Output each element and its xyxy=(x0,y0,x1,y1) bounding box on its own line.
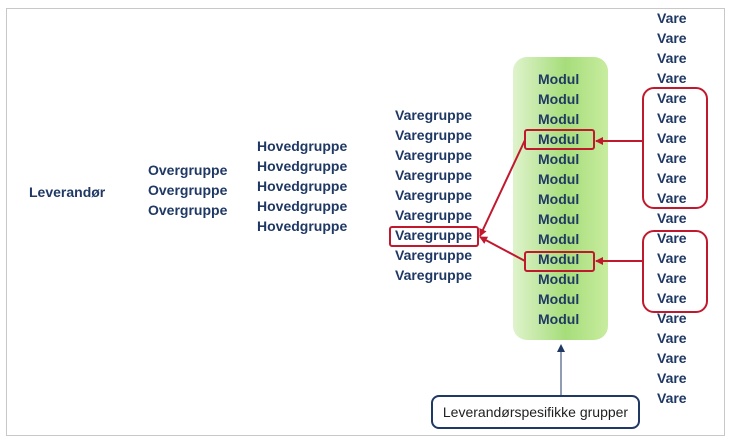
modul-item: Modul xyxy=(538,311,580,327)
vare-item: Vare xyxy=(657,190,687,206)
varegruppe-column: Varegruppe Varegruppe Varegruppe Varegru… xyxy=(395,105,472,285)
varegruppe-item: Varegruppe xyxy=(395,207,473,223)
varegruppe-item: Varegruppe xyxy=(395,167,473,183)
modul-item: Modul xyxy=(538,91,580,107)
varegruppe-item: Varegruppe xyxy=(395,147,473,163)
vare-item: Vare xyxy=(657,290,687,306)
varegruppe-item: Varegruppe xyxy=(395,127,473,143)
leverandor-label: Leverandør xyxy=(29,184,106,200)
arrow-modul-lower-to-varegruppe xyxy=(479,236,526,262)
varegruppe-item: Varegruppe xyxy=(395,267,473,283)
vare-item: Vare xyxy=(657,90,687,106)
vare-item: Vare xyxy=(657,170,687,186)
vare-item: Vare xyxy=(657,370,687,386)
hovedgruppe-item: Hovedgruppe xyxy=(257,158,348,174)
overgruppe-column: Overgruppe Overgruppe Overgruppe xyxy=(148,160,227,220)
modul-item: Modul xyxy=(538,71,580,87)
vare-item: Vare xyxy=(657,150,687,166)
vare-group-box-upper xyxy=(642,87,708,209)
modul-item: Modul xyxy=(538,291,580,307)
caption-box: Leverandørspesifikke grupper xyxy=(431,395,640,429)
varegruppe-highlight-box xyxy=(389,226,479,247)
vare-column: Vare Vare Vare Vare Vare Vare Vare Vare … xyxy=(657,8,687,408)
vare-item: Vare xyxy=(657,330,687,346)
vare-item: Vare xyxy=(657,50,687,66)
modul-highlight-box-lower xyxy=(524,251,595,272)
modul-item: Modul xyxy=(538,211,580,227)
modul-item: Modul xyxy=(538,191,580,207)
modul-item-highlighted: Modul xyxy=(538,251,580,267)
hovedgruppe-column: Hovedgruppe Hovedgruppe Hovedgruppe Hove… xyxy=(257,136,347,236)
vare-item: Vare xyxy=(657,310,687,326)
modul-highlight-box-upper xyxy=(524,129,595,150)
modul-item: Modul xyxy=(538,171,580,187)
vare-item: Vare xyxy=(657,10,687,26)
overgruppe-item: Overgruppe xyxy=(148,162,228,178)
modul-item-highlighted: Modul xyxy=(538,131,580,147)
modul-item: Modul xyxy=(538,111,580,127)
arrow-modul-upper-to-varegruppe xyxy=(479,139,526,237)
hovedgruppe-item: Hovedgruppe xyxy=(257,138,348,154)
modul-column: Modul Modul Modul Modul Modul Modul Modu… xyxy=(538,69,579,329)
varegruppe-item: Varegruppe xyxy=(395,187,473,203)
hovedgruppe-item: Hovedgruppe xyxy=(257,178,348,194)
modul-item: Modul xyxy=(538,151,580,167)
modul-item: Modul xyxy=(538,231,580,247)
vare-item: Vare xyxy=(657,390,687,406)
vare-item: Vare xyxy=(657,230,687,246)
modul-item: Modul xyxy=(538,271,580,287)
vare-item: Vare xyxy=(657,130,687,146)
varegruppe-item: Varegruppe xyxy=(395,247,473,263)
modul-group-background xyxy=(513,57,608,340)
varegruppe-item-highlighted: Varegruppe xyxy=(395,227,473,243)
vare-item: Vare xyxy=(657,210,687,226)
vare-item: Vare xyxy=(657,110,687,126)
varegruppe-item: Varegruppe xyxy=(395,107,473,123)
vare-group-box-lower xyxy=(642,230,708,313)
overgruppe-item: Overgruppe xyxy=(148,202,228,218)
vare-item: Vare xyxy=(657,30,687,46)
vare-item: Vare xyxy=(657,350,687,366)
vare-item: Vare xyxy=(657,270,687,286)
hovedgruppe-item: Hovedgruppe xyxy=(257,198,348,214)
vare-item: Vare xyxy=(657,250,687,266)
vare-item: Vare xyxy=(657,70,687,86)
hovedgruppe-item: Hovedgruppe xyxy=(257,218,348,234)
overgruppe-item: Overgruppe xyxy=(148,182,228,198)
